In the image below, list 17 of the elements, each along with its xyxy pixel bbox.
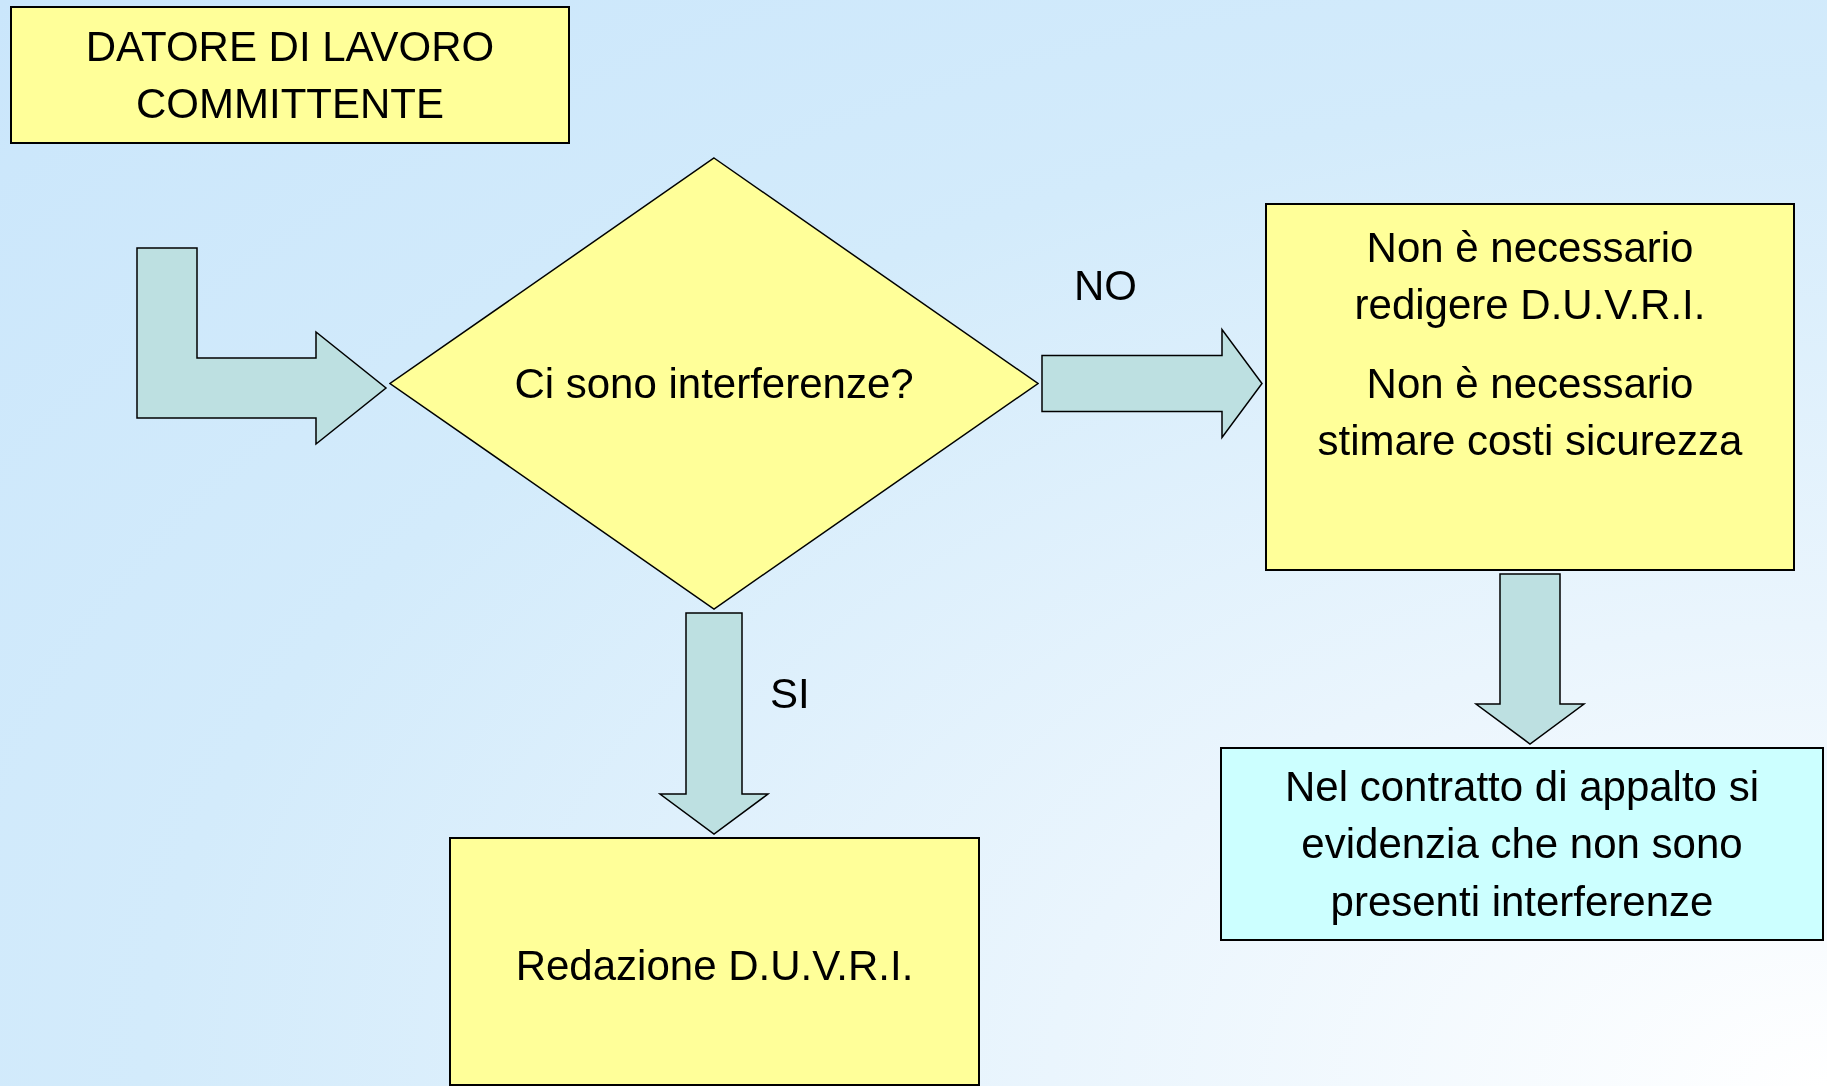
node-text: Ci sono interferenze? xyxy=(514,358,914,409)
block-arrow xyxy=(1041,327,1263,440)
process-box xyxy=(1220,747,1824,941)
edge-label: NO xyxy=(1074,262,1137,310)
node-text: Non è necessario redigere D.U.V.R.I. xyxy=(1353,223,1707,331)
decision-diamond xyxy=(389,157,1039,610)
process-box xyxy=(1265,203,1795,571)
title-box xyxy=(10,6,570,144)
node-text: DATORE DI LAVORO COMMITTENTE xyxy=(84,21,496,129)
edge-label: SI xyxy=(770,670,810,718)
block-arrow xyxy=(1473,573,1587,745)
node-text: Redazione D.U.V.R.I. xyxy=(515,941,914,991)
block-arrow xyxy=(657,612,771,835)
node-text: Non è necessario stimare costi sicurezza xyxy=(1316,359,1744,467)
node-text: Nel contratto di appalto si evidenzia che non sono presenti interferenze xyxy=(1284,762,1760,927)
block-arrow xyxy=(136,247,388,446)
process-box xyxy=(449,837,980,1086)
